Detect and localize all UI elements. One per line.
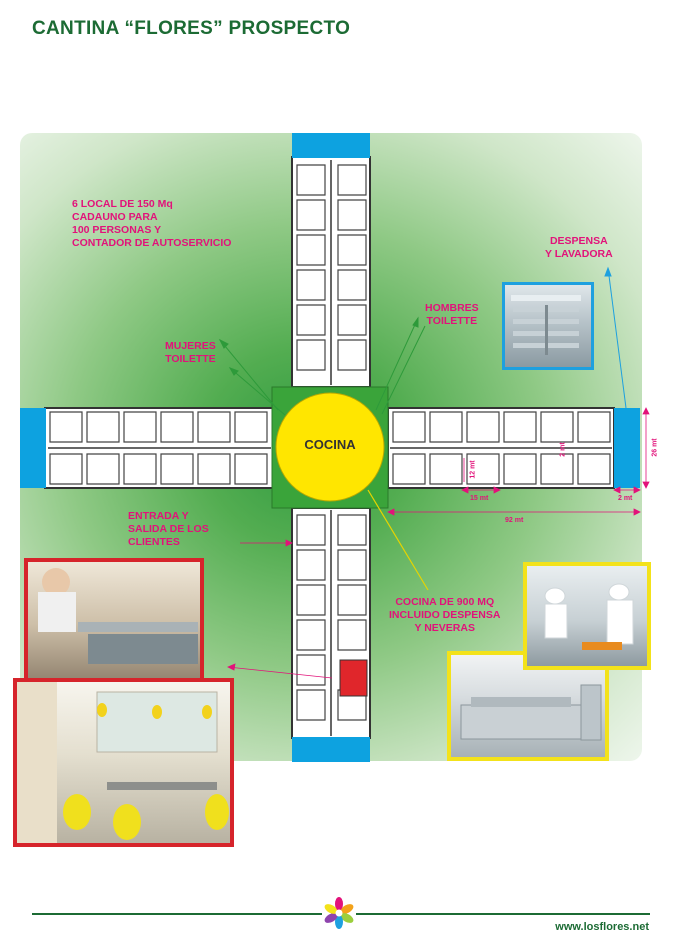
entrada-label: ENTRADA Y SALIDA DE LOS CLIENTES xyxy=(128,510,209,548)
east-blue-block xyxy=(614,408,640,488)
mujeres-label: MUJERES TOILETTE xyxy=(165,340,216,365)
page-title: CANTINA “FLORES” PROSPECTO xyxy=(32,18,351,39)
dining-room-photo xyxy=(13,678,234,847)
serving-counter-photo xyxy=(24,558,204,691)
kitchen-circle xyxy=(275,392,385,502)
dim-26mt: 26 mt xyxy=(651,438,659,457)
west-blue-block xyxy=(20,408,46,488)
footer-url[interactable]: www.losflores.net xyxy=(555,921,649,933)
north-blue-block xyxy=(292,133,370,158)
locales-label: 6 LOCAL DE 150 Mq CADAUNO PARA 100 PERSO… xyxy=(72,198,232,249)
north-wing xyxy=(291,156,371,388)
despensa-label: DESPENSA Y LAVADORA xyxy=(545,235,613,260)
cocina-label: COCINA DE 900 MQ INCLUIDO DESPENSA Y NEV… xyxy=(389,596,501,634)
east-wing xyxy=(387,407,615,489)
south-wing xyxy=(291,507,371,739)
flower-logo-icon xyxy=(322,896,356,930)
kitchen-photo-2 xyxy=(523,562,651,670)
west-wing xyxy=(44,407,274,489)
dim-92mt: 92 mt xyxy=(505,517,524,524)
storage-photo xyxy=(502,282,594,370)
dim-15mt: 15 mt xyxy=(470,495,489,502)
hombres-label: HOMBRES TOILETTE xyxy=(425,302,479,327)
center-label: COCINA xyxy=(304,437,356,452)
south-blue-block xyxy=(292,737,370,762)
dim-2mt-vertical: 2 mt xyxy=(559,442,567,457)
dim-2mt-horizontal: 2 mt xyxy=(618,495,633,502)
dim-12mt: 12 mt xyxy=(469,460,477,479)
